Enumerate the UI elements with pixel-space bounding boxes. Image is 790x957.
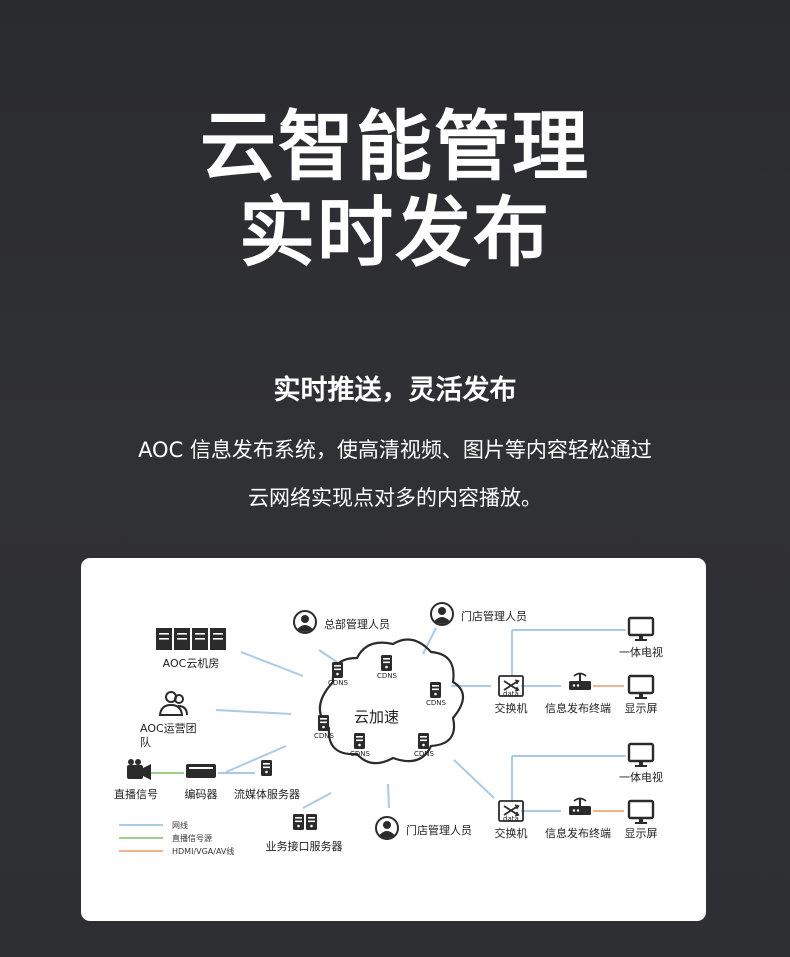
tv-bottom-icon xyxy=(627,742,655,769)
screen-bottom-label: 显示屏 xyxy=(624,827,658,840)
server-rack-icon xyxy=(156,628,226,650)
cloud-label: 云加速 xyxy=(354,708,400,726)
network-diagram-card: 云加速 CDNS CDNS CDNS CDNS CDNS CDNS AOC云机房… xyxy=(81,558,706,921)
stream-server-label: 流媒体服务器 xyxy=(234,788,300,801)
screen-top-label: 显示屏 xyxy=(624,702,658,715)
switch-tag: data xyxy=(503,815,519,823)
aoc-room-label: AOC云机房 xyxy=(162,657,220,670)
live-signal-label: 直播信号 xyxy=(114,788,158,801)
hdmi-lines xyxy=(119,685,624,852)
legend-hdmi-label: HDMI/VGA/AV线 xyxy=(172,847,235,856)
encoder-label: 编码器 xyxy=(184,788,218,801)
network-diagram xyxy=(119,602,655,852)
tv-top-icon xyxy=(627,616,655,643)
team-icon xyxy=(158,691,188,716)
store-staff-top-label: 门店管理人员 xyxy=(461,610,527,623)
api-server-icon xyxy=(306,814,317,830)
store-staff-top-icon xyxy=(430,602,454,626)
terminal-top-label: 信息发布终端 xyxy=(545,702,611,715)
cdn-label: CDNS xyxy=(377,672,397,680)
terminal-bottom-icon xyxy=(568,797,592,816)
cdn-label: CDNS xyxy=(414,750,434,758)
description-line-2: 云网络实现点对多的内容播放。 xyxy=(248,486,542,510)
cdn-server-icon xyxy=(332,662,343,678)
cdn-server-icon xyxy=(418,733,429,749)
store-staff-bottom-label: 门店管理人员 xyxy=(406,824,472,837)
stream-server-icon xyxy=(261,760,272,776)
terminal-top-icon xyxy=(568,672,592,691)
legend-network-label: 网线 xyxy=(172,821,188,830)
store-staff-bottom-icon xyxy=(375,816,399,840)
terminal-bottom-label: 信息发布终端 xyxy=(545,827,611,840)
cdn-server-icon xyxy=(354,733,365,749)
cdn-server-icon xyxy=(381,655,392,671)
signal-lines xyxy=(119,772,184,839)
headline-line-1: 云智能管理 xyxy=(200,102,590,191)
screen-top-icon xyxy=(627,674,655,701)
switch-bottom-label: 交换机 xyxy=(494,827,528,840)
switch-tag: data xyxy=(503,690,519,698)
encoder-icon xyxy=(186,764,216,778)
hq-staff-label: 总部管理人员 xyxy=(324,618,390,631)
switch-top-label: 交换机 xyxy=(494,702,528,715)
hq-staff-icon xyxy=(293,610,317,634)
cdn-label: CDNS xyxy=(314,732,334,740)
legend-signal-label: 直播信号源 xyxy=(172,834,212,843)
cdn-label: CDNS xyxy=(350,750,370,758)
cdn-label: CDNS xyxy=(328,679,348,687)
cdn-label: CDNS xyxy=(426,699,446,707)
api-server-icon xyxy=(293,814,304,830)
cdn-server-icon xyxy=(430,682,441,698)
screen-bottom-icon xyxy=(627,799,655,826)
cdn-server-icon xyxy=(318,715,329,731)
cloud-icon xyxy=(318,638,465,765)
network-lines xyxy=(119,627,626,826)
description-line-1: AOC 信息发布系统，使高清视频、图片等内容轻松通过 xyxy=(138,438,652,462)
tv-bottom-label: 一体电视 xyxy=(619,771,663,784)
api-server-label: 业务接口服务器 xyxy=(265,840,343,853)
aoc-team-label: AOC运营团队 xyxy=(140,722,197,749)
camera-icon xyxy=(127,759,151,780)
headline-line-2: 实时发布 xyxy=(239,188,551,277)
section-subtitle: 实时推送，灵活发布 xyxy=(273,375,517,406)
tv-top-label: 一体电视 xyxy=(619,646,663,659)
